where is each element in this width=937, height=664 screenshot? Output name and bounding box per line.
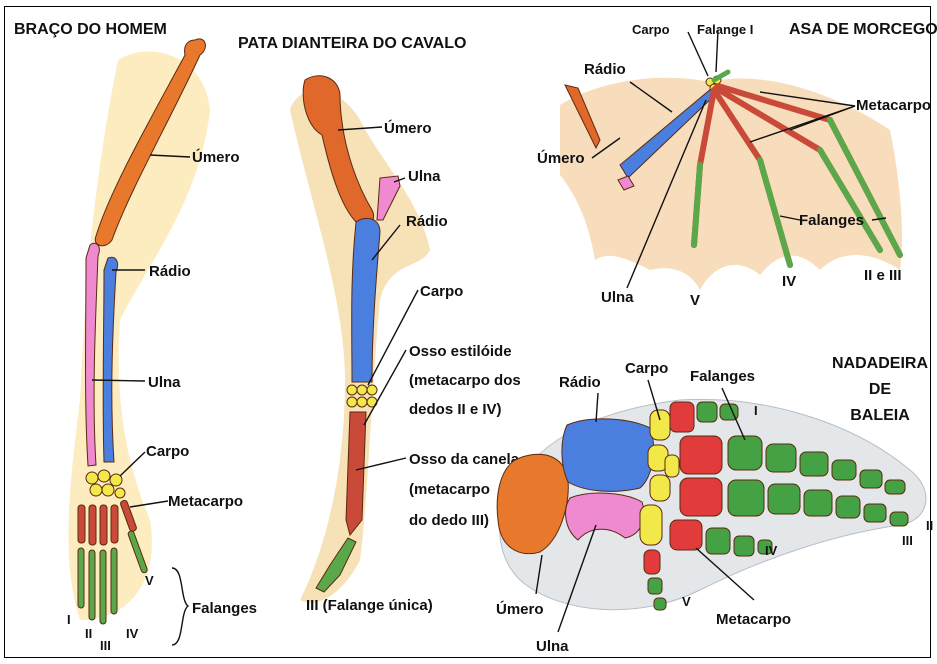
horse-canela-line1: Osso da canela <box>409 451 520 468</box>
whale-phalanges <box>647 401 909 611</box>
bat-digits <box>691 69 903 268</box>
bat-humerus-bone <box>564 84 601 150</box>
human-umero-label: Úmero <box>192 148 240 166</box>
human-radius-bone <box>102 256 119 463</box>
whale-umero-label: Úmero <box>496 600 544 618</box>
whale-flipper: Rádio Carpo Falanges NADADEIRA DE BALEIA… <box>496 355 933 655</box>
human-digit-v: V <box>145 573 154 588</box>
bat-v-label: V <box>690 292 700 309</box>
bat-falange1-label: Falange I <box>697 22 753 37</box>
horse-estiloide-line1: Osso estilóide <box>409 343 512 360</box>
bat-umero-label: Úmero <box>537 149 585 167</box>
whale-metacarpals <box>643 401 723 575</box>
human-falanges-label: Falanges <box>192 600 257 617</box>
horse-carpals <box>346 384 378 408</box>
human-carpals <box>85 469 126 499</box>
human-title: BRAÇO DO HOMEM <box>14 21 167 38</box>
horse-cannon-bone <box>345 411 367 537</box>
horse-falange-label: III (Falange única) <box>306 597 433 614</box>
human-digit-ii: II <box>85 626 92 641</box>
bat-wing: Carpo Falange I ASA DE MORCEGO Rádio Met… <box>537 21 937 309</box>
horse-umero-label: Úmero <box>384 119 432 137</box>
horse-title: PATA DIANTEIRA DO CAVALO <box>238 35 466 52</box>
whale-radius-bone <box>561 418 655 492</box>
human-digit-i: I <box>67 612 71 627</box>
bat-iv-label: IV <box>782 273 796 290</box>
bat-carpo-label: Carpo <box>632 22 670 37</box>
human-humerus-bone <box>94 38 206 247</box>
horse-radio-label: Rádio <box>406 213 448 230</box>
whale-humerus-bone <box>496 453 569 555</box>
whale-digit-iii: III <box>902 533 913 548</box>
human-phalanges <box>77 530 148 625</box>
human-carpo-label: Carpo <box>146 443 189 460</box>
horse-leg: PATA DIANTEIRA DO CAVALO Úmero Ulna Rádi… <box>238 35 521 614</box>
horse-phalanx <box>315 537 357 593</box>
whale-digit-i: I <box>754 403 758 418</box>
horse-canela-line2: (metacarpo <box>409 481 490 498</box>
whale-digit-v: V <box>682 594 691 609</box>
human-metacarpo-label: Metacarpo <box>168 493 243 510</box>
whale-digit-iv: IV <box>765 543 778 558</box>
bat-title: ASA DE MORCEGO <box>789 21 937 38</box>
human-arm: BRAÇO DO HOMEM Úmero Rádio Ulna Carpo Me… <box>14 21 257 653</box>
whale-metacarpo-label: Metacarpo <box>716 611 791 628</box>
horse-ulna-bone <box>376 175 401 221</box>
horse-estiloide-line2: (metacarpo dos <box>409 372 521 389</box>
bat-ulna-label: Ulna <box>601 289 634 306</box>
whale-radio-label: Rádio <box>559 374 601 391</box>
human-digit-iii: III <box>100 638 111 653</box>
bat-ulna-bone <box>617 175 635 191</box>
whale-title-line2: DE <box>869 381 892 398</box>
horse-estiloide-line3: dedos II e IV) <box>409 401 502 418</box>
whale-ulna-bone <box>565 492 645 541</box>
whale-title-line1: NADADEIRA <box>832 355 928 372</box>
whale-digit-ii: II <box>926 518 933 533</box>
bat-falanges-label: Falanges <box>799 212 864 229</box>
horse-carpo-label: Carpo <box>420 283 463 300</box>
whale-ulna-label: Ulna <box>536 638 569 655</box>
human-metacarpals <box>77 499 137 546</box>
whale-falanges-label: Falanges <box>690 368 755 385</box>
human-ulna-bone <box>85 242 100 467</box>
human-digit-iv: IV <box>126 626 139 641</box>
human-ulna-label: Ulna <box>148 374 181 391</box>
human-radio-label: Rádio <box>149 263 191 280</box>
horse-canela-line3: do dedo III) <box>409 512 489 529</box>
bat-wing-membrane <box>560 77 902 290</box>
bat-metacarpo-label: Metacarpo <box>856 97 931 114</box>
whale-carpo-label: Carpo <box>625 360 668 377</box>
bat-radio-label: Rádio <box>584 61 626 78</box>
whale-title-line3: BALEIA <box>850 407 910 424</box>
bat-iieiii-label: II e III <box>864 267 902 284</box>
horse-ulna-label: Ulna <box>408 168 441 185</box>
whale-carpals <box>639 409 680 546</box>
